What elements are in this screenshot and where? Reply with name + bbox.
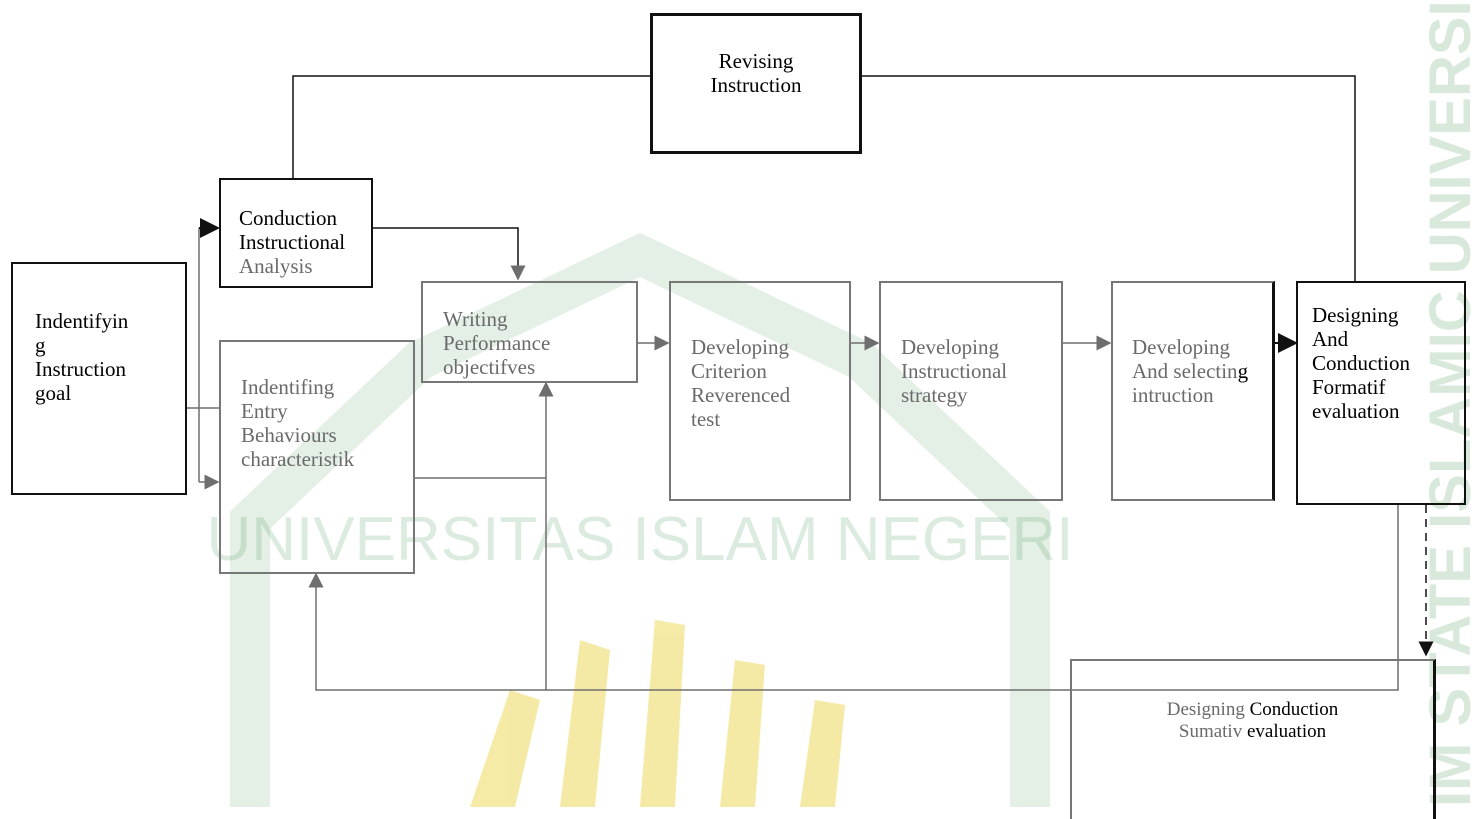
sumatif-line1: Designing Conduction: [1072, 699, 1433, 721]
formatif-line3: Conduction: [1312, 351, 1410, 375]
sumatif-line2-part-b: evaluation: [1242, 721, 1327, 742]
criterion-line1: Developing: [691, 335, 789, 359]
selecting-line2-part-b: g: [1237, 359, 1249, 383]
line-feedback-loop: [308, 505, 1399, 691]
box-revising-instruction: Revising Instruction: [650, 13, 862, 154]
revising-line2: Instruction: [710, 73, 802, 97]
strategy-line1: Developing: [901, 335, 999, 359]
criterion-line2: Criterion: [691, 359, 767, 383]
identifying-line1: Indentifyin: [35, 309, 129, 333]
writing-line3: objectifves: [443, 355, 536, 379]
arrow-conduction-to-writing: [371, 227, 526, 281]
line-conduction-to-revising: [292, 75, 650, 178]
box-conduction-instructional-analysis: Conduction Instructional Analysis: [219, 178, 373, 288]
entry-line4: characteristik: [241, 447, 355, 471]
strategy-line2: Instructional: [901, 359, 1008, 383]
identifying-line4: goal: [35, 381, 72, 405]
box-developing-instructional-strategy: Developing Instructional strategy: [879, 281, 1063, 501]
conduction-line2: Instructional: [239, 230, 346, 254]
sumatif-line2-part-a: Sumativ: [1178, 721, 1243, 742]
line-revising-to-formatif: [862, 75, 1356, 281]
writing-line1: Writing: [443, 307, 508, 331]
box-identifying-entry-behaviours: Indentifing Entry Behaviours characteris…: [219, 340, 415, 574]
conduction-line1: Conduction: [239, 206, 337, 230]
box-developing-selecting-instruction: Developing And selecting intruction: [1111, 281, 1275, 501]
watermark-side-text: IM STATE ISLAMIC UNIVERSITY OF MA: [1418, 0, 1478, 807]
selecting-line2: And selecting: [1132, 359, 1272, 383]
box-designing-sumatif-evaluation: Designing Conduction Sumativ evaluation: [1070, 659, 1436, 819]
sumatif-line1-part-b: Conduction: [1244, 699, 1339, 720]
watermark-arc-text: UNIVERSITAS ISLAM NEGERI: [206, 505, 1073, 574]
formatif-line1: Designing: [1312, 303, 1399, 327]
selecting-line2-part-a: And selectin: [1132, 359, 1238, 383]
criterion-line4: test: [691, 407, 721, 431]
selecting-line1: Developing: [1132, 335, 1230, 359]
box-designing-formatif-evaluation: Designing And Conduction Formatif evalua…: [1296, 281, 1466, 505]
formatif-line4: Formatif: [1312, 375, 1386, 399]
entry-line3: Behaviours: [241, 423, 337, 447]
revising-line1: Revising: [718, 49, 794, 73]
conduction-line3: Analysis: [239, 254, 313, 278]
identifying-line2: g: [35, 333, 46, 357]
sumatif-line1-part-a: Designing: [1166, 699, 1245, 720]
entry-line1: Indentifing: [241, 375, 335, 399]
formatif-line5: evaluation: [1312, 399, 1400, 423]
criterion-line3: Reverenced: [691, 383, 791, 407]
strategy-line3: strategy: [901, 383, 968, 407]
sumatif-line2: Sumativ evaluation: [1072, 721, 1433, 743]
formatif-line2: And: [1312, 327, 1349, 351]
box-writing-performance-objectives: Writing Performance objectifves: [421, 281, 638, 383]
writing-line2: Performance: [443, 331, 551, 355]
box-identifying-instruction-goal: Indentifyin g Instruction goal: [11, 262, 187, 495]
selecting-line3: intruction: [1132, 383, 1214, 407]
entry-line2: Entry: [241, 399, 288, 423]
box-developing-criterion-test: Developing Criterion Reverenced test: [669, 281, 851, 501]
identifying-line3: Instruction: [35, 357, 126, 381]
